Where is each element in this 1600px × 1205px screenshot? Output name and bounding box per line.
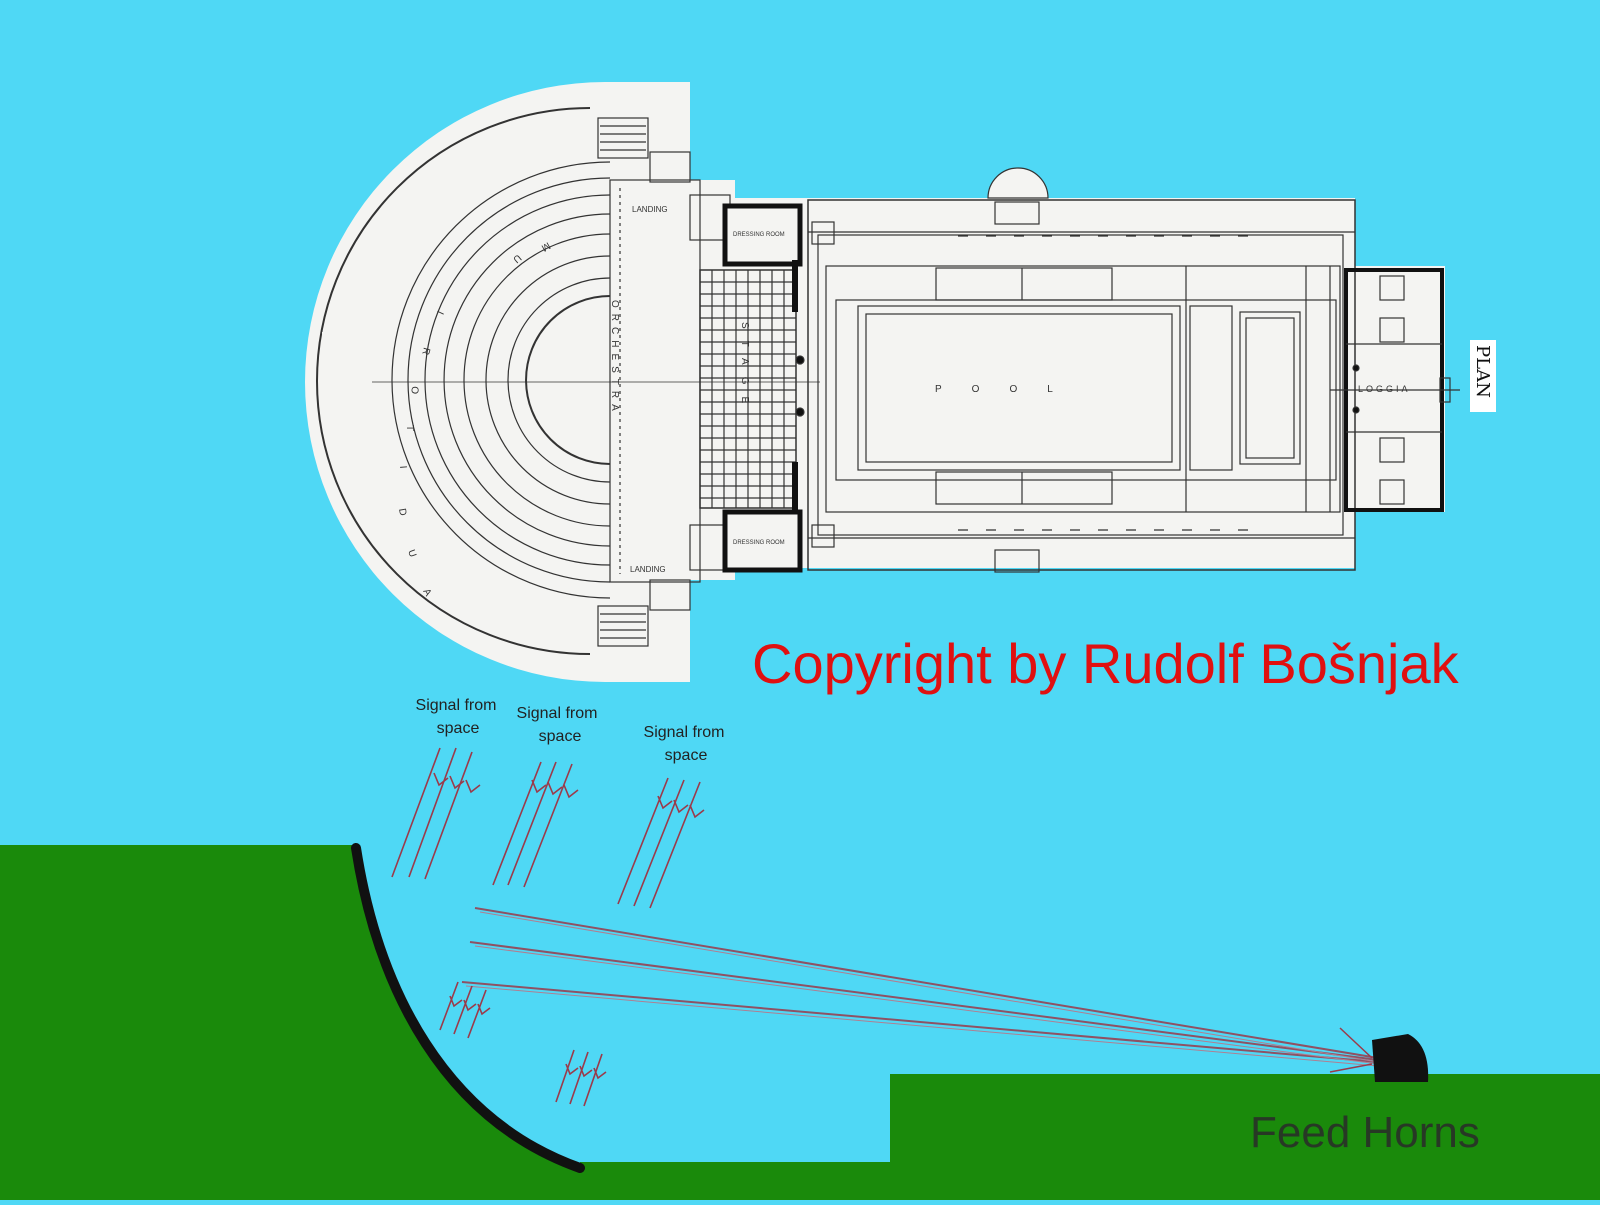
auditorium-letter: T bbox=[404, 425, 415, 431]
orchestra-label: ORCHESTRA bbox=[609, 300, 620, 417]
signal-label-3: Signal from space bbox=[644, 724, 725, 764]
auditorium-letter: U bbox=[405, 548, 418, 559]
plan-title-box bbox=[1470, 340, 1496, 412]
signal-label-2: Signal from space bbox=[517, 705, 598, 745]
dressing-room-label-top: DRESSING ROOM bbox=[733, 232, 785, 238]
auditorium-letter: I bbox=[397, 465, 408, 469]
loggia-label: LOGGIA bbox=[1358, 384, 1411, 394]
auditorium-letter: O bbox=[408, 386, 420, 395]
signal-label-3-line2: space bbox=[665, 747, 708, 764]
incoming-signal-rays bbox=[391, 747, 705, 1107]
auditorium-letter: R bbox=[419, 346, 431, 356]
copyright-text: Copyright by Rudolf Bošnjak bbox=[752, 632, 1460, 695]
signal-label-3-line1: Signal from bbox=[644, 724, 725, 741]
theatre-floor-plan bbox=[305, 82, 1460, 682]
plan-labels: A U D I T O R I U M ORCHESTRA STAGE POOL… bbox=[396, 205, 1411, 599]
auditorium-letter: D bbox=[396, 508, 408, 517]
parabolic-dish bbox=[351, 843, 585, 1173]
plan-title: PLAN bbox=[1472, 345, 1493, 398]
auditorium-letter: A bbox=[420, 587, 433, 599]
auditorium-letter: I bbox=[434, 309, 445, 316]
signal-label-1-line1: Signal from bbox=[416, 697, 497, 714]
landing-label-bottom: LANDING bbox=[630, 565, 666, 574]
stage-label: STAGE bbox=[739, 322, 750, 415]
dressing-room-label-bottom: DRESSING ROOM bbox=[733, 540, 785, 546]
feed-horns-label: Feed Horns bbox=[1250, 1108, 1480, 1157]
signal-label-1-line2: space bbox=[437, 720, 480, 737]
signal-label-2-line1: Signal from bbox=[517, 705, 598, 722]
ground bbox=[0, 845, 1600, 1200]
feed-horn bbox=[1372, 1034, 1429, 1082]
signal-label-1: Signal from space bbox=[416, 697, 497, 737]
reflected-rays bbox=[461, 907, 1379, 1067]
signal-label-2-line2: space bbox=[539, 728, 582, 745]
pool-label: POOL bbox=[935, 384, 1083, 395]
landing-label-top: LANDING bbox=[632, 205, 668, 214]
